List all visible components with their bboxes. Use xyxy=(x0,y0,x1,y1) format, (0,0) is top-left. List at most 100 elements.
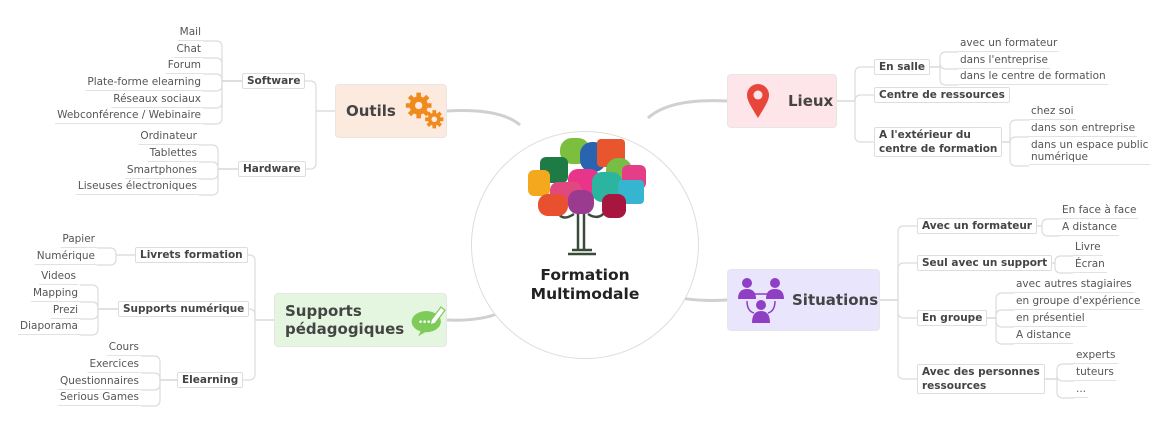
leaf-forum[interactable]: Forum xyxy=(165,58,203,74)
connector xyxy=(992,141,1029,167)
leaf-mail[interactable]: Mail xyxy=(177,25,203,41)
leaf-prezi[interactable]: Prezi xyxy=(50,303,80,319)
leaf-livre[interactable]: Livre xyxy=(1073,240,1103,256)
leaf-chat[interactable]: Chat xyxy=(174,42,203,58)
connector xyxy=(1040,374,1074,382)
connector xyxy=(992,119,1029,143)
connector xyxy=(80,284,118,310)
exterieur-line2: centre de formation xyxy=(879,143,998,155)
central-topic[interactable]: Formation Multimodale xyxy=(471,131,699,359)
leaf-experts[interactable]: experts xyxy=(1074,348,1118,364)
lieux-label: Lieux xyxy=(788,92,834,110)
connector xyxy=(80,308,118,336)
connector xyxy=(1040,378,1074,399)
subtopic-avec-formateur[interactable]: Avec un formateur xyxy=(917,218,1037,234)
subtopic-livrets-formation[interactable]: Livrets formation xyxy=(135,247,248,263)
leaf-son-entreprise[interactable]: dans son entreprise xyxy=(1029,121,1138,137)
leaf-etc[interactable]: ... xyxy=(1074,382,1089,398)
connector xyxy=(1040,363,1074,380)
leaf-webconference[interactable]: Webconférence / Webinaire xyxy=(55,108,203,124)
connector xyxy=(141,355,177,381)
connector xyxy=(922,62,958,70)
topic-lieux[interactable]: Lieux xyxy=(727,74,837,128)
leaf-cours[interactable]: Cours xyxy=(106,340,141,356)
leaf-videos[interactable]: Videos xyxy=(39,269,78,285)
leaf-avec-formateur[interactable]: avec un formateur xyxy=(958,36,1060,52)
leaf-reseaux[interactable]: Réseaux sociaux xyxy=(111,92,203,108)
leaf-presentiel[interactable]: en présentiel xyxy=(1014,311,1087,327)
connector xyxy=(880,299,917,380)
personnes-line1: Avec des personnes xyxy=(922,366,1040,378)
leaf-autres-stagiaires[interactable]: avec autres stagiaires xyxy=(1014,277,1134,293)
connector xyxy=(199,168,238,196)
leaf-ordinateur[interactable]: Ordinateur xyxy=(138,129,199,145)
situations-label: Situations xyxy=(792,291,879,309)
connector xyxy=(1037,255,1073,264)
leaf-papier[interactable]: Papier xyxy=(60,232,97,248)
people-network-icon xyxy=(738,278,784,323)
connector xyxy=(80,308,118,320)
leaf-plateforme[interactable]: Plate-forme elearning xyxy=(85,75,203,91)
connector xyxy=(1037,262,1073,274)
connector xyxy=(922,51,958,68)
leaf-liseuses[interactable]: Liseuses électroniques xyxy=(75,179,199,195)
leaf-exercices[interactable]: Exercices xyxy=(87,357,141,373)
subtopic-software[interactable]: Software xyxy=(242,73,306,89)
subtopic-hardware[interactable]: Hardware xyxy=(238,161,306,177)
supports-label-line1: Supports xyxy=(285,302,362,320)
subtopic-centre-ressources[interactable]: Centre de ressources xyxy=(874,87,1010,103)
leaf-dans-entreprise[interactable]: dans l'entreprise xyxy=(958,53,1050,69)
subtopic-en-groupe[interactable]: En groupe xyxy=(917,310,988,326)
connector xyxy=(203,40,242,82)
connector xyxy=(141,379,177,391)
leaf-diaporama[interactable]: Diaporama xyxy=(18,319,80,335)
outils-label: Outils xyxy=(346,102,396,120)
leaf-mapping[interactable]: Mapping xyxy=(30,286,80,302)
leaf-groupe-experience[interactable]: en groupe d'expérience xyxy=(1014,294,1143,310)
subtopic-supports-numerique[interactable]: Supports numérique xyxy=(118,301,250,317)
leaf-a-distance[interactable]: A distance xyxy=(1060,220,1120,236)
leaf-smartphones[interactable]: Smartphones xyxy=(124,163,199,179)
leaf-groupe-a-distance[interactable]: A distance xyxy=(1014,328,1074,344)
central-title-line2: Multimodale xyxy=(530,285,640,303)
connector xyxy=(199,161,238,170)
connector xyxy=(203,57,242,82)
subtopic-en-salle[interactable]: En salle xyxy=(874,59,930,75)
gears-icon xyxy=(405,92,444,129)
espace-public-line1: dans un espace public xyxy=(1031,139,1149,151)
supports-label-line2: pédagogiques xyxy=(285,320,405,338)
main-connector xyxy=(646,99,728,120)
colorful-tree-logo xyxy=(528,138,646,256)
speech-bubble-pencil-icon xyxy=(411,306,446,337)
personnes-line2: ressources xyxy=(922,380,987,392)
connector xyxy=(236,254,274,321)
subtopic-seul-support[interactable]: Seul avec un support xyxy=(917,255,1053,271)
connector xyxy=(236,308,274,321)
leaf-questionnaires[interactable]: Questionnaires xyxy=(58,374,141,390)
leaf-tablettes[interactable]: Tablettes xyxy=(147,146,199,162)
connector xyxy=(880,225,917,301)
leaf-numerique[interactable]: Numérique xyxy=(34,249,97,265)
topic-outils[interactable]: Outils xyxy=(335,84,447,138)
leaf-serious-games[interactable]: Serious Games xyxy=(58,390,141,406)
central-title-line1: Formation xyxy=(540,266,630,284)
subtopic-personnes-ressources[interactable]: Avec des personnes ressources xyxy=(917,364,1045,394)
leaf-chez-soi[interactable]: chez soi xyxy=(1029,104,1076,120)
map-pin-icon xyxy=(747,84,769,118)
leaf-face-a-face[interactable]: En face à face xyxy=(1060,203,1139,219)
central-title: Formation Multimodale xyxy=(472,266,698,304)
connector xyxy=(97,247,135,256)
connector xyxy=(298,110,335,170)
leaf-ecran[interactable]: Écran xyxy=(1073,257,1107,273)
connector xyxy=(141,372,177,381)
leaf-tuteurs[interactable]: tuteurs xyxy=(1074,365,1116,381)
connector xyxy=(80,301,118,310)
connector xyxy=(141,379,177,407)
subtopic-elearning[interactable]: Elearning xyxy=(177,372,244,388)
leaf-centre-formation[interactable]: dans le centre de formation xyxy=(958,69,1108,85)
topic-situations[interactable]: Situations xyxy=(727,269,880,331)
